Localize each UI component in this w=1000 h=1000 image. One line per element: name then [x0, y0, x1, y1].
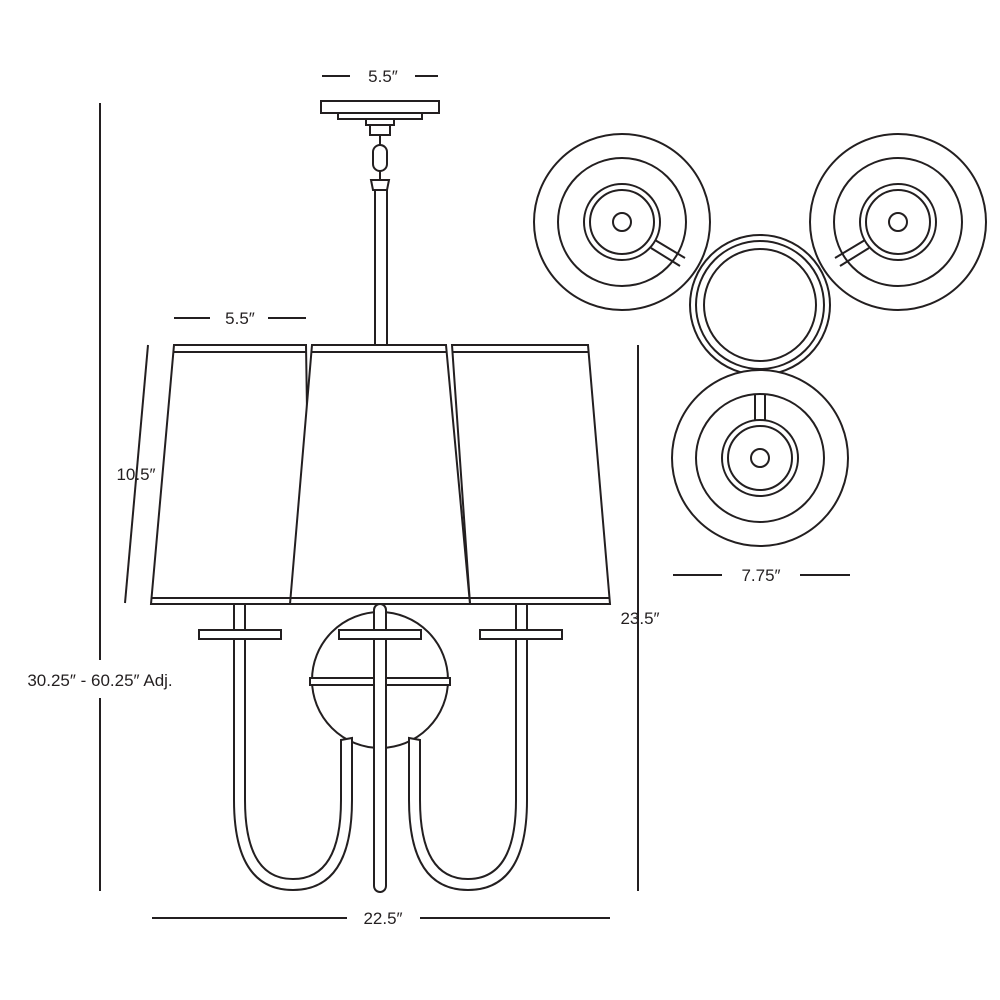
down-rod [374, 189, 388, 347]
overall-width-label: 22.5″ [363, 909, 402, 928]
top-plan-view [533, 133, 987, 547]
shade-diameter-label: 7.75″ [741, 566, 780, 585]
center-rod [373, 603, 387, 893]
left-arm [233, 603, 353, 892]
left-bobeche [198, 629, 282, 640]
overall-height-dimension: 30.25″ - 60.25″ Adj. [27, 103, 173, 891]
left-shade [149, 344, 312, 605]
center-shade [288, 344, 472, 605]
arms [198, 601, 563, 893]
center-bobeche [338, 629, 422, 640]
plan-center-hub [689, 234, 831, 376]
shade-height-label: 10.5″ [116, 465, 155, 484]
shade-diameter-dimension: 7.75″ [673, 566, 850, 585]
body-height-label: 23.5″ [620, 609, 659, 628]
shades [149, 344, 612, 605]
shade-width-dimension: 5.5″ [174, 309, 306, 328]
shade-height-dimension: 10.5″ [116, 344, 156, 604]
plan-shade-top-left [533, 133, 711, 311]
shade-width-label: 5.5″ [225, 309, 255, 328]
plan-shade-bottom [671, 369, 849, 547]
plan-shade-top-right [809, 133, 987, 311]
body-height-dimension: 23.5″ [620, 345, 660, 891]
right-shade [450, 344, 612, 605]
canopy-width-label: 5.5″ [368, 67, 398, 86]
overall-width-dimension: 22.5″ [152, 909, 610, 928]
overall-height-label: 30.25″ - 60.25″ Adj. [27, 671, 172, 690]
canopy [320, 100, 440, 347]
right-bobeche [479, 629, 563, 640]
right-arm [408, 601, 528, 892]
canopy-width-dimension: 5.5″ [322, 67, 438, 86]
